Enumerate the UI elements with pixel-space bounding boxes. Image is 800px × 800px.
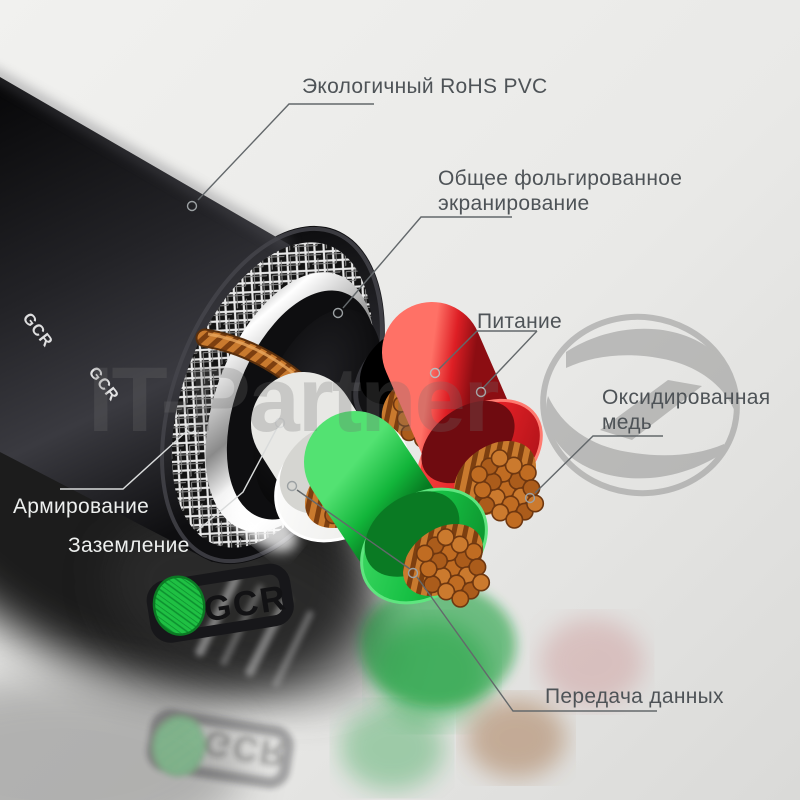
copper-strand: [526, 494, 545, 513]
label-oxidized-copper-line1: Оксидированная: [602, 386, 771, 409]
copper-strand: [504, 456, 523, 475]
leader-pvc: [186, 103, 374, 212]
leader-lines: [60, 103, 663, 712]
watermark-logo: [540, 313, 740, 497]
label-foil-shielding: Общее фольгированное экранирование: [438, 166, 682, 216]
copper-strand: [451, 589, 470, 608]
copper-strands-red: [469, 449, 545, 529]
leader-power: [429, 330, 538, 398]
label-data-transfer: Передача данных: [545, 685, 724, 708]
label-foil-shielding-line2: экранирование: [438, 192, 590, 215]
copper-strand: [437, 582, 456, 601]
copper-strand: [469, 465, 488, 484]
leader-copper: [524, 435, 663, 504]
copper-strand: [505, 510, 524, 529]
leader-ground: [196, 417, 286, 532]
copper-strand: [473, 480, 492, 499]
label-oxidized-copper-line2: медь: [602, 411, 653, 434]
copper-strand: [490, 449, 509, 468]
pinecone-icon: [152, 575, 206, 636]
label-oxidized-copper: Оксидированная медь: [602, 385, 770, 435]
leader-shield: [332, 216, 512, 319]
copper-strand: [450, 535, 469, 554]
copper-strand: [472, 573, 491, 592]
watermark-text: IT-Partner: [88, 349, 499, 451]
copper-strand: [419, 559, 438, 578]
wire-green: [304, 411, 516, 707]
copper-strand: [491, 503, 510, 522]
green-wire-underside: [360, 583, 516, 707]
label-armoring: Армирование: [13, 495, 150, 518]
label-power: Питание: [477, 310, 562, 333]
label-rohs-pvc: Экологичный RoHS PVC: [302, 75, 548, 98]
copper-strands-green: [415, 528, 491, 608]
wire-red: [382, 302, 545, 529]
label-foil-shielding-line1: Общее фольгированное: [438, 167, 683, 190]
label-grounding: Заземление: [68, 534, 190, 557]
copper-strand: [436, 528, 455, 547]
copper-strand: [468, 558, 487, 577]
leader-data: [286, 480, 657, 712]
leader-armor: [60, 422, 197, 490]
copper-strand: [415, 544, 434, 563]
